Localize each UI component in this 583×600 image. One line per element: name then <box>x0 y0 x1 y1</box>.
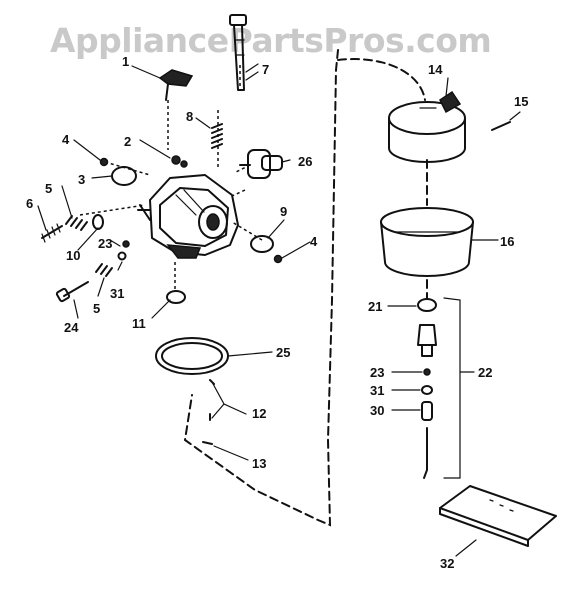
part-31-washer-left <box>117 251 127 261</box>
callout-13: 13 <box>252 456 266 471</box>
part-5-spring-lower <box>95 263 113 277</box>
callout-11: 11 <box>132 316 146 331</box>
part-11-seal <box>166 290 186 304</box>
callout-22: 22 <box>478 365 492 380</box>
callout-31b: 31 <box>370 383 384 398</box>
part-12-pins <box>209 379 215 421</box>
callout-9: 9 <box>280 204 287 219</box>
assembly-guide-lines <box>79 49 428 527</box>
part-8-spring <box>211 123 223 149</box>
callout-14: 14 <box>428 62 443 77</box>
part-13-pin <box>202 441 213 445</box>
callout-8: 8 <box>186 109 193 124</box>
part-2-screw <box>171 155 188 168</box>
callout-4b: 4 <box>310 234 318 249</box>
leader-lines <box>37 63 521 557</box>
callout-6: 6 <box>26 196 33 211</box>
part-14-float <box>388 90 466 163</box>
callout-4a: 4 <box>62 132 70 147</box>
callout-31a: 31 <box>110 286 124 301</box>
part-16-float-bowl <box>380 207 474 277</box>
callout-25: 25 <box>276 345 290 360</box>
part-5-spring-upper <box>65 215 88 231</box>
callout-labels: 1 2 3 4 4 5 5 6 7 8 9 10 11 12 13 14 15 … <box>26 54 528 571</box>
watermark-text: AppliancePartsPros.com <box>50 21 491 60</box>
part-21-bowl-washer <box>417 298 437 312</box>
callout-5b: 5 <box>93 301 100 316</box>
part-23-check-ball-left <box>122 240 130 248</box>
callout-26: 26 <box>298 154 312 169</box>
part-32-gasket-kit <box>439 485 557 547</box>
part-1-choke-shaft <box>158 69 194 101</box>
callout-12: 12 <box>252 406 266 421</box>
callout-23a: 23 <box>98 236 112 251</box>
callout-32: 32 <box>440 556 454 571</box>
callout-24: 24 <box>64 320 79 335</box>
callout-2: 2 <box>124 134 131 149</box>
part-26-fuel-fitting <box>239 149 283 179</box>
callout-30: 30 <box>370 403 384 418</box>
callout-21: 21 <box>368 299 382 314</box>
part-24-mixture-screw <box>55 281 89 303</box>
part-7-throttle-shaft <box>229 14 247 91</box>
part-4-screw-lower <box>273 254 283 264</box>
part-6-idle-screw <box>41 223 63 243</box>
part-10-o-ring <box>92 214 104 230</box>
part-3-washer <box>111 166 137 186</box>
callout-5a: 5 <box>45 181 52 196</box>
part-9-gasket <box>250 235 274 253</box>
callout-1: 1 <box>122 54 129 69</box>
callout-7: 7 <box>262 62 269 77</box>
callout-16: 16 <box>500 234 514 249</box>
carburetor-body <box>137 174 239 259</box>
callout-10: 10 <box>66 248 80 263</box>
callout-3: 3 <box>78 172 85 187</box>
part-4-screw-upper <box>99 157 109 167</box>
callout-15: 15 <box>514 94 528 109</box>
part-15-float-pin <box>491 121 511 131</box>
callout-23b: 23 <box>370 365 384 380</box>
part-25-float-bowl-gasket <box>155 337 229 375</box>
part-22-main-jet-assembly <box>417 297 461 479</box>
